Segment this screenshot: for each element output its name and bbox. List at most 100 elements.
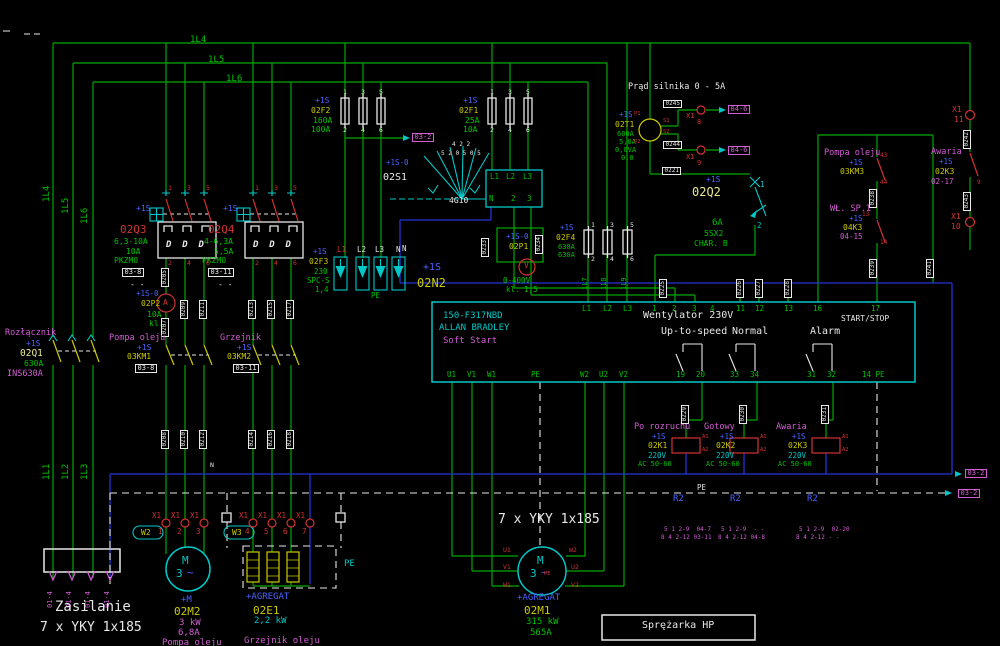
tag-02k3r: 02K3 bbox=[935, 167, 955, 176]
ss-17: 17 bbox=[871, 304, 881, 313]
w0227: 0227 bbox=[755, 278, 763, 298]
val2-02m2: 6,8A bbox=[178, 628, 200, 638]
x1-3-lbl: X1 bbox=[190, 511, 200, 520]
w0230: 0230 bbox=[739, 404, 747, 424]
x1-7-lbl: X1 bbox=[296, 511, 306, 520]
out-n: N bbox=[396, 245, 401, 254]
ref-02k3r: 02-17 bbox=[931, 177, 954, 186]
v-02k2: 220V bbox=[716, 451, 735, 460]
tag-02q2: 02Q2 bbox=[692, 185, 721, 199]
arrowheads-cyan bbox=[335, 107, 962, 496]
xref3a: 5 1 2-9 02-20 bbox=[799, 526, 850, 533]
x1-6-num: 6 bbox=[283, 527, 288, 536]
loc-02f1: +1S bbox=[463, 96, 478, 105]
ss-alarm: Alarm bbox=[810, 326, 841, 337]
k3-a1: A1 bbox=[842, 434, 849, 440]
w0217: 0217 bbox=[286, 299, 294, 319]
t3: 3 bbox=[187, 184, 191, 192]
w1l9: 1L9 bbox=[620, 277, 628, 290]
x1-9-num: 9 bbox=[697, 159, 702, 167]
linkage-dashes bbox=[58, 213, 297, 356]
loc-02m1: +AGREGAT bbox=[517, 593, 561, 603]
loc-02p1: +1S-0 bbox=[506, 232, 529, 241]
ref-04k3: 04-15 bbox=[840, 232, 863, 241]
val1-02t1: 600A bbox=[617, 130, 634, 138]
ss-U1: U1 bbox=[447, 370, 457, 379]
val1-02f1: 25A bbox=[465, 116, 480, 125]
sel-l1: L1 bbox=[490, 172, 500, 181]
xref2a: 5 1 2-9 - - bbox=[721, 526, 765, 533]
val2-02f1: 10A bbox=[463, 125, 478, 134]
loc-02q4: +1S bbox=[223, 204, 238, 213]
t2: 2 bbox=[168, 259, 172, 267]
x1-4-num: 4 bbox=[245, 527, 250, 536]
tag-02e1: 02E1 bbox=[253, 604, 280, 617]
f4t2: 2 bbox=[591, 255, 595, 263]
w0221: 0221 bbox=[662, 167, 682, 175]
w0229: 0229 bbox=[681, 404, 689, 424]
ref-04-6-a: 04-6 bbox=[728, 105, 750, 114]
f1t6: 6 bbox=[526, 126, 530, 134]
f4t3: 3 bbox=[610, 221, 614, 229]
q4t3: 3 bbox=[274, 184, 278, 192]
loc-02q3: +1S bbox=[136, 204, 151, 213]
f1t2: 2 bbox=[490, 126, 494, 134]
ss-16: 16 bbox=[813, 304, 823, 313]
tag-02f4: 02F4 bbox=[556, 233, 576, 242]
v-02k1: 220V bbox=[648, 451, 667, 460]
f4t4: 4 bbox=[610, 255, 614, 263]
w0215: 0215 bbox=[267, 299, 275, 319]
ct-s1: S1 bbox=[663, 118, 670, 124]
w0210: 0210 bbox=[180, 429, 188, 449]
w0209: 0209 bbox=[180, 299, 188, 319]
symbols-red bbox=[156, 105, 979, 528]
dash-02q4: - - bbox=[218, 280, 233, 289]
loc-03km3: +1S bbox=[849, 158, 863, 167]
ss-19: 19 bbox=[676, 370, 686, 379]
dash-02q3: - - bbox=[130, 280, 145, 289]
loc-03km2: +1S bbox=[237, 343, 252, 352]
w0226: 0226 bbox=[736, 278, 744, 298]
sel-n: N bbox=[489, 194, 494, 203]
desc-04k3: WŁ. SP.1 bbox=[830, 204, 871, 214]
x1-10-num: 10 bbox=[951, 222, 961, 231]
w0213: 0213 bbox=[248, 299, 256, 319]
k2-a2: A2 bbox=[760, 447, 767, 453]
f2t3: 3 bbox=[361, 88, 365, 96]
w0218: 0218 bbox=[286, 429, 294, 449]
m1-M: M bbox=[537, 554, 544, 567]
q4t5: 5 bbox=[293, 184, 297, 192]
tag-02m1: 02M1 bbox=[524, 604, 551, 617]
loc-02m2: +M bbox=[181, 595, 192, 605]
w0228: 0228 bbox=[784, 278, 792, 298]
x1-2-lbl: X1 bbox=[171, 511, 181, 520]
ref-04-6-b: 04-6 bbox=[728, 146, 750, 155]
title-cable-left: 7 x YKY 1x185 bbox=[40, 620, 142, 635]
symbols-white bbox=[3, 30, 833, 641]
x1-3-num: 3 bbox=[196, 527, 201, 536]
ss-34: 34 bbox=[750, 370, 760, 379]
ss-U2: U2 bbox=[599, 370, 609, 379]
desc-02k3r: Awaria bbox=[931, 147, 962, 157]
ct-p2: P2 bbox=[634, 139, 641, 145]
w1l7: 1L7 bbox=[581, 277, 589, 290]
tag-02k3c: 02K3 bbox=[788, 441, 808, 450]
w0244: 0244 bbox=[663, 141, 683, 149]
tag-03km2: 03KM2 bbox=[227, 352, 252, 361]
w0231: 0231 bbox=[821, 404, 829, 424]
symbols-cyan bbox=[48, 145, 916, 596]
tag-03km3: 03KM3 bbox=[840, 167, 865, 176]
val2-02f3: SPC-S bbox=[307, 276, 330, 285]
val1-02m2: 3 kW bbox=[179, 618, 201, 628]
f2t1: 1 bbox=[343, 88, 347, 96]
f4t5: 5 bbox=[630, 221, 634, 229]
s1-digits2: 5 2 0 5 0 5 bbox=[441, 150, 481, 157]
out-l3: L3 bbox=[375, 245, 385, 254]
ss-W2: W2 bbox=[580, 370, 590, 379]
pe-heater: PE bbox=[344, 559, 355, 569]
km3-43: 43 bbox=[880, 152, 888, 159]
ss-L3: L3 bbox=[623, 304, 633, 313]
tag-02q4: 02Q4 bbox=[208, 223, 235, 236]
arr-01-4-a: 01-4 bbox=[46, 591, 54, 608]
set-02q3: 10A bbox=[126, 247, 141, 256]
